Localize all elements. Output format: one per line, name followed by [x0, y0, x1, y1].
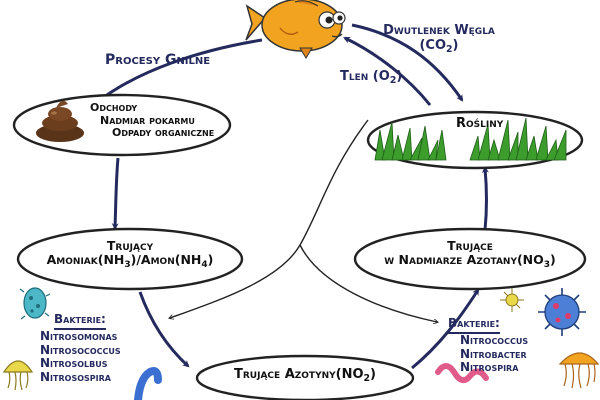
arrow-fish-to-waste	[98, 38, 263, 102]
waste-node: Odchody Nadmiar pokarmu Odpady organiczn…	[90, 101, 215, 140]
co2-label: Dwutlenek Węgla (CO2)	[365, 23, 513, 55]
grass-icon	[374, 117, 567, 161]
bacteria-left-item: Nitrosospira	[40, 370, 111, 385]
bacteria-right-list: Bakterie: Nitrococcus Nitrobacter Nitros…	[448, 316, 529, 375]
bacteria-left-list: Bakterie: Nitrosomonas Nitrosococcus Nit…	[40, 312, 121, 385]
bacteria-left-item: Nitrosolbus	[40, 356, 108, 371]
rotting-processes-label: Procesy Gnilne	[105, 52, 211, 68]
nitrate-node: Trujące w Nadmiarze Azotany(NO3)	[357, 238, 583, 271]
waste-line-1: Odchody	[90, 101, 138, 114]
arrow-branch-to-right-bacteria	[299, 244, 437, 322]
ammonia-node-outline	[16, 227, 244, 291]
arrow-plants-oxygen-to-fish	[343, 36, 432, 106]
bacteria-right-title: Bakterie:	[448, 316, 500, 334]
bacteria-left-item: Nitrosococcus	[40, 342, 121, 357]
nitrate-line-1: Trujące	[447, 238, 493, 253]
nitrate-node-outline	[353, 227, 587, 291]
nitrite-node-label: Trujące Azotyny(NO2)	[234, 367, 376, 384]
bacteria-left-item: Nitrosomonas	[40, 328, 118, 343]
bacteria-icon	[19, 287, 51, 320]
ammonia-line-1: Trujący	[106, 238, 154, 253]
nitrate-line-2: w Nadmiarze Azotany(NO3)	[384, 252, 556, 271]
poop-icon	[36, 100, 84, 142]
waste-line-2: Nadmiar pokarmu	[100, 113, 195, 127]
arrow-plants-to-bacteria	[170, 119, 369, 318]
arrow-waste-to-ammonia	[111, 157, 120, 231]
worm-icon	[134, 367, 162, 400]
arrow-fish-co2-to-plants	[351, 23, 464, 102]
fish-icon	[245, 0, 346, 59]
jellyfish-icon	[558, 352, 600, 389]
bacteria-icon	[500, 288, 524, 312]
arrow-ammonia-to-nitrite	[138, 291, 190, 368]
jellyfish-icon	[2, 360, 34, 391]
bacteria-right-item: Nitrobacter	[460, 346, 527, 361]
co2-label-line2: (CO2)	[419, 37, 459, 55]
arrow-nitrite-to-nitrate	[411, 288, 480, 370]
waste-line-3: Odpady organiczne	[112, 126, 215, 140]
oxygen-label: Tlen (O2)	[340, 69, 403, 86]
bacteria-right-item: Nitrococcus	[460, 332, 529, 347]
nitrite-node-outline	[195, 354, 415, 400]
arrow-nitrate-to-plants	[481, 165, 489, 231]
ammonia-line-2: Amoniak(NH3)/Amon(NH4)	[46, 252, 214, 271]
bacteria-left-title: Bakterie:	[54, 312, 106, 330]
virus-icon	[538, 288, 586, 336]
ammonia-node: Trujący Amoniak(NH3)/Amon(NH4)	[20, 238, 240, 271]
co2-label-line1: Dwutlenek Węgla	[383, 23, 495, 38]
plants-node-label: Rośliny	[456, 116, 504, 131]
worm-icon	[435, 363, 489, 384]
bacteria-right-item: Nitrospira	[460, 360, 519, 375]
